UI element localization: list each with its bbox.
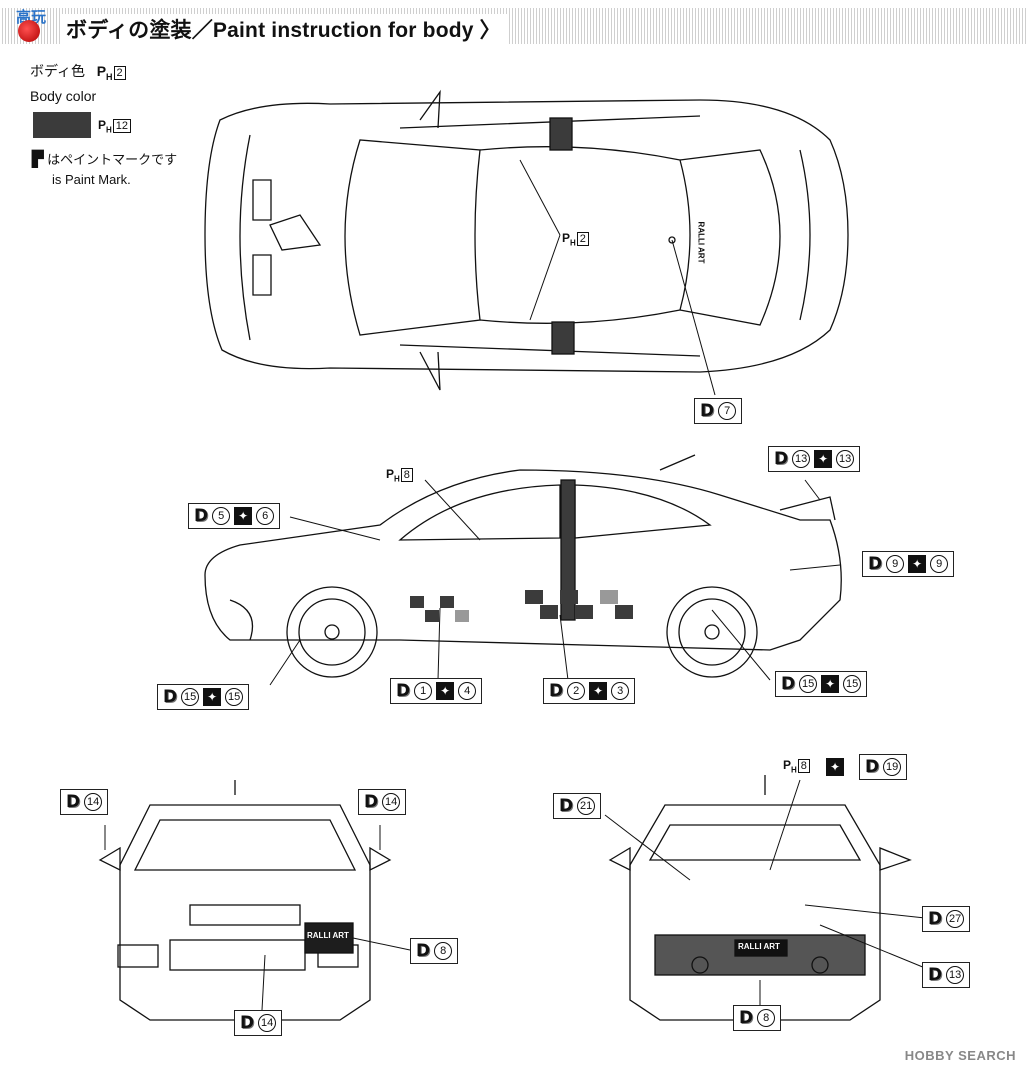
paint-mark-flag-icon: ▛ [32, 151, 44, 168]
decal-number: 8 [757, 1009, 776, 1027]
decal-mark-icon: D [194, 506, 209, 526]
decal-number: 5 [212, 507, 231, 525]
decal-callout-spoiler: D 13 ✦ 13 [768, 446, 861, 472]
decal-mark-icon: D [163, 687, 178, 707]
front-view-car [98, 780, 411, 1021]
swap-icon: ✦ [234, 507, 253, 525]
body-paint-number: 2 [113, 66, 126, 80]
swap-icon: ✦ [814, 450, 833, 468]
body-color-en: Body color [30, 87, 97, 104]
swap-icon: ✦ [826, 758, 844, 776]
decal-number: 21 [577, 797, 596, 815]
decal-callout-roof: D 7 [694, 398, 743, 424]
logo-ball-icon [18, 20, 40, 42]
stripe-color-swatch [33, 112, 91, 138]
decal-mark-icon: D [700, 401, 715, 421]
decal-mark-icon: D [865, 757, 880, 777]
decal-number: 7 [718, 402, 737, 420]
decal-callout-door-rear: D 2 ✦ 3 [543, 678, 636, 704]
top-view-car [204, 89, 849, 396]
decal-mark-icon: D [240, 1013, 255, 1033]
decal-callout-front-bottom: D 14 [234, 1010, 283, 1036]
decal-number: 8 [434, 942, 453, 960]
decal-mark-icon: D [364, 792, 379, 812]
decal-number: 15 [181, 688, 200, 706]
decal-number: 9 [930, 555, 949, 573]
swap-icon: ✦ [589, 682, 608, 700]
decal-number: 6 [256, 507, 275, 525]
decal-number: 13 [792, 450, 811, 468]
decal-number: 14 [258, 1014, 277, 1032]
swap-icon: ✦ [821, 675, 840, 693]
paint-mark-note: ▛ はペイントマークです is Paint Mark. [32, 150, 177, 190]
decal-callout-rear-left: D 21 [553, 793, 602, 819]
decal-callout-rear-antenna-decal: D 19 [859, 754, 908, 780]
paint-mark-icon: PH [96, 63, 113, 82]
page-title: ボディの塗装／Paint instruction for body 〉 [62, 14, 509, 44]
decal-number: 3 [611, 682, 630, 700]
rear-view-car [604, 775, 931, 1021]
header: 高玩 ボディの塗装／Paint instruction for body 〉 [0, 0, 1026, 48]
decal-callout-rear-plate: D 8 [733, 1005, 782, 1031]
decal-number: 14 [84, 793, 103, 811]
swap-icon: ✦ [203, 688, 222, 706]
decal-mark-icon: D [396, 681, 411, 701]
watermark: HOBBY SEARCH [904, 1048, 1016, 1063]
decal-mark-icon: D [559, 796, 574, 816]
decal-mark-icon: D [549, 681, 564, 701]
decal-number: 15 [225, 688, 244, 706]
decal-mark-icon: D [66, 792, 81, 812]
decal-callout-mirror: D 5 ✦ 6 [188, 503, 281, 529]
decal-callout-door-front: D 1 ✦ 4 [390, 678, 483, 704]
roof-logo-text: RALLI ART [696, 221, 706, 264]
decal-callout-rear-antenna: ✦ [826, 754, 844, 780]
decal-callout-wheel-rear: D 15 ✦ 15 [775, 671, 868, 697]
decal-mark-icon: D [928, 965, 943, 985]
decal-callout-front-mirror-left: D 14 [60, 789, 109, 815]
decal-mark-icon: D [416, 941, 431, 961]
decal-mark-icon: D [868, 554, 883, 574]
site-logo: 高玩 [4, 4, 66, 42]
decal-callout-front-mirror-right: D 14 [358, 789, 407, 815]
decal-number: 4 [458, 682, 477, 700]
decal-number: 19 [883, 758, 902, 776]
front-plate-text: RALLI ART [307, 931, 349, 940]
decal-number: 27 [946, 910, 965, 928]
decal-number: 9 [886, 555, 905, 573]
decal-number: 13 [946, 966, 965, 984]
decal-number: 15 [799, 675, 818, 693]
decal-callout-rear-right: D 27 [922, 906, 971, 932]
swap-icon: ✦ [908, 555, 927, 573]
decal-mark-icon: D [774, 449, 789, 469]
decal-mark-icon: D [928, 909, 943, 929]
decal-number: 13 [836, 450, 855, 468]
decal-callout-wheel-front: D 15 ✦ 15 [157, 684, 250, 710]
body-color-jp: ボディ色 [30, 63, 86, 79]
side-view-car [204, 454, 842, 686]
decal-callout-tail: D 9 ✦ 9 [862, 551, 955, 577]
paint-mark-jp: はペイントマークです [47, 152, 178, 167]
swap-icon: ✦ [436, 682, 455, 700]
decal-mark-icon: D [781, 674, 796, 694]
decal-mark-icon: D [739, 1008, 754, 1028]
decal-number: 14 [382, 793, 401, 811]
checker-decal [410, 590, 633, 622]
decal-callout-front-plate: D 8 [410, 938, 459, 964]
decal-number: 15 [843, 675, 862, 693]
decal-number: 2 [567, 682, 586, 700]
decal-callout-rear-bumper: D 13 [922, 962, 971, 988]
rear-plate-text: RALLI ART [738, 942, 780, 951]
decal-number: 1 [414, 682, 433, 700]
paint-mark-en: is Paint Mark. [52, 172, 131, 187]
